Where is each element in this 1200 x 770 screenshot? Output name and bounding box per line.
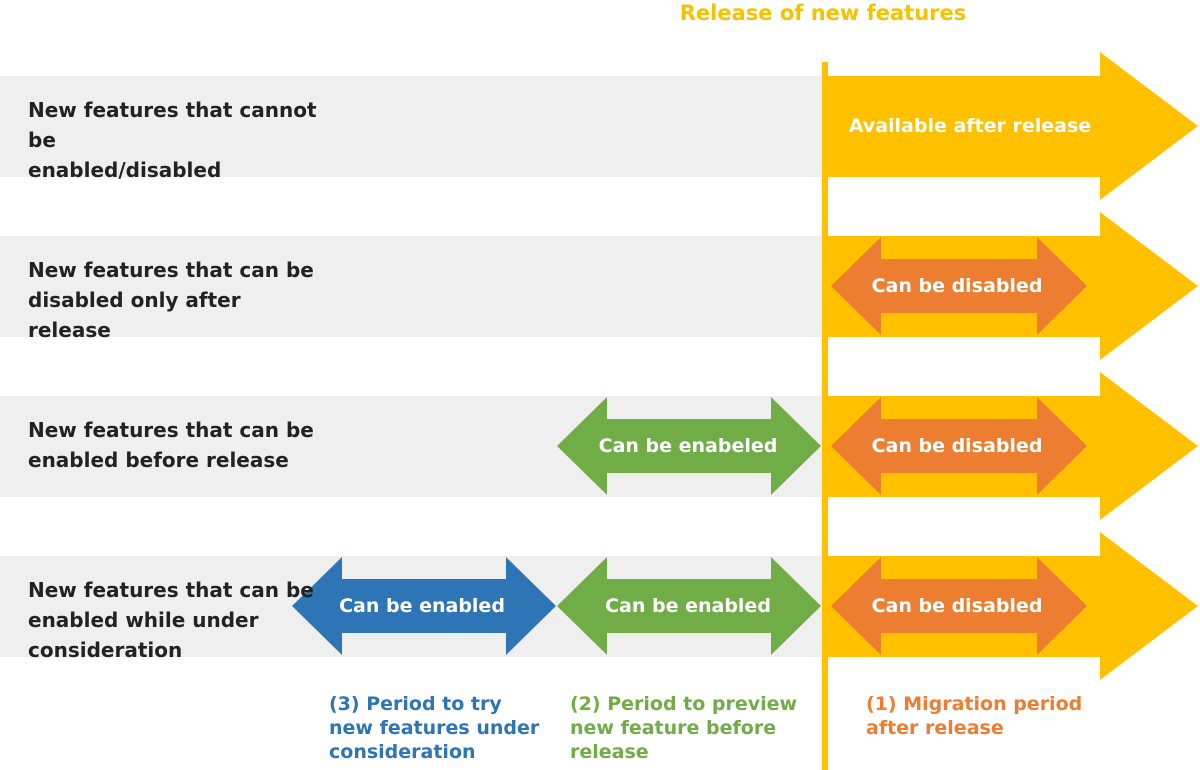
available-arrow-label: Available after release <box>849 115 1091 137</box>
disable-label-row3: Can be disabled <box>872 435 1043 457</box>
period-preview-label: (2) Period to preview new feature before… <box>570 693 798 763</box>
enabled-blue-label-row4: Can be enabled <box>339 595 505 617</box>
release-line <box>822 62 828 770</box>
row-label-2: New features that can be disabled only a… <box>28 258 314 342</box>
disable-label-row4: Can be disabled <box>872 595 1043 617</box>
enabeled-label-row3: Can be enabeled <box>599 435 778 457</box>
row-band-1 <box>0 76 825 177</box>
row-label-3: New features that can be enabled before … <box>28 418 314 472</box>
disable-arrow-row3 <box>831 397 1087 495</box>
disable-arrow-row4 <box>831 557 1087 655</box>
row-label-1: New features that cannot be enabled/disa… <box>28 98 317 182</box>
enabled-green-label-row4: Can be enabled <box>605 595 771 617</box>
enabeled-arrow-row3 <box>557 397 821 495</box>
period-try-label: (3) Period to try new features under con… <box>329 693 540 763</box>
release-title: Release of new features <box>679 1 967 25</box>
enabled-green-arrow-row4 <box>557 557 821 655</box>
period-migration-label: (1) Migration period after release <box>866 693 1083 739</box>
row-band-2 <box>0 236 825 337</box>
disable-arrow-row2 <box>831 237 1087 335</box>
enabled-blue-arrow-row4 <box>292 557 556 655</box>
row-label-4: New features that can be enabled while u… <box>28 578 314 662</box>
available-arrow <box>825 52 1198 200</box>
disable-label-row2: Can be disabled <box>872 275 1043 297</box>
